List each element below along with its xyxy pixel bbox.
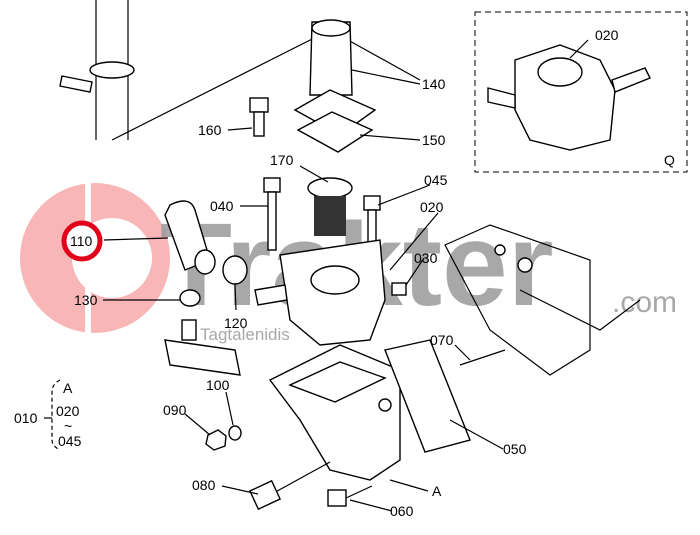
bolt-160 (249, 97, 269, 137)
callout-140: 140 (422, 76, 446, 92)
group-top: A (63, 380, 73, 396)
thermostat (307, 177, 353, 236)
callout-150: 150 (422, 132, 446, 148)
callout-110[interactable]: 110 (70, 233, 93, 249)
callout-090: 090 (163, 402, 187, 418)
water-flange (293, 19, 377, 153)
inset-frame (474, 11, 688, 173)
callout-120: 120 (224, 315, 248, 331)
callout-A: A (432, 483, 442, 499)
watermark-sub: Tagtalenidis (200, 325, 290, 344)
pipe-joint (164, 319, 241, 376)
group-tilde: ~ (64, 418, 72, 434)
bypass-hose (164, 200, 216, 275)
group-to: 045 (58, 433, 82, 449)
bolt-060 (327, 485, 373, 507)
group-from: 020 (56, 403, 80, 419)
clamp-130 (179, 289, 201, 307)
gasket-050 (384, 339, 471, 453)
clamp-120 (222, 255, 248, 285)
callout-160: 160 (198, 122, 222, 138)
callout-170: 170 (270, 152, 294, 168)
callout-045: 045 (424, 172, 448, 188)
leader-lines (103, 39, 589, 512)
callout-020: 020 (420, 199, 444, 215)
inset-label-Q: Q (664, 152, 675, 168)
callout-130: 130 (74, 292, 98, 308)
callout-020-inset: 020 (595, 27, 619, 43)
thermostat-housing (254, 239, 386, 346)
stud-070 (459, 349, 506, 366)
washer-100 (228, 425, 242, 441)
bolt-080 (248, 461, 331, 511)
highlight-ring (61, 220, 103, 262)
nut-090 (205, 429, 227, 451)
callout-070: 070 (430, 332, 454, 348)
watermark-logo (20, 180, 170, 340)
callout-060: 060 (390, 503, 414, 519)
inset-thermostat-housing (487, 44, 651, 151)
group-label: 010 A 020 ~ 045 (14, 379, 82, 451)
callout-080: 080 (192, 477, 216, 493)
engine-block (444, 224, 641, 376)
callout-030: 030 (414, 250, 438, 266)
water-pump-body (268, 344, 401, 481)
callout-100: 100 (206, 377, 230, 393)
hose-pipe (59, 0, 421, 141)
group-main: 010 (14, 410, 38, 426)
callout-050: 050 (503, 441, 527, 457)
bolt-040 (263, 177, 281, 251)
plug-030 (391, 282, 407, 296)
callout-040: 040 (210, 198, 234, 214)
